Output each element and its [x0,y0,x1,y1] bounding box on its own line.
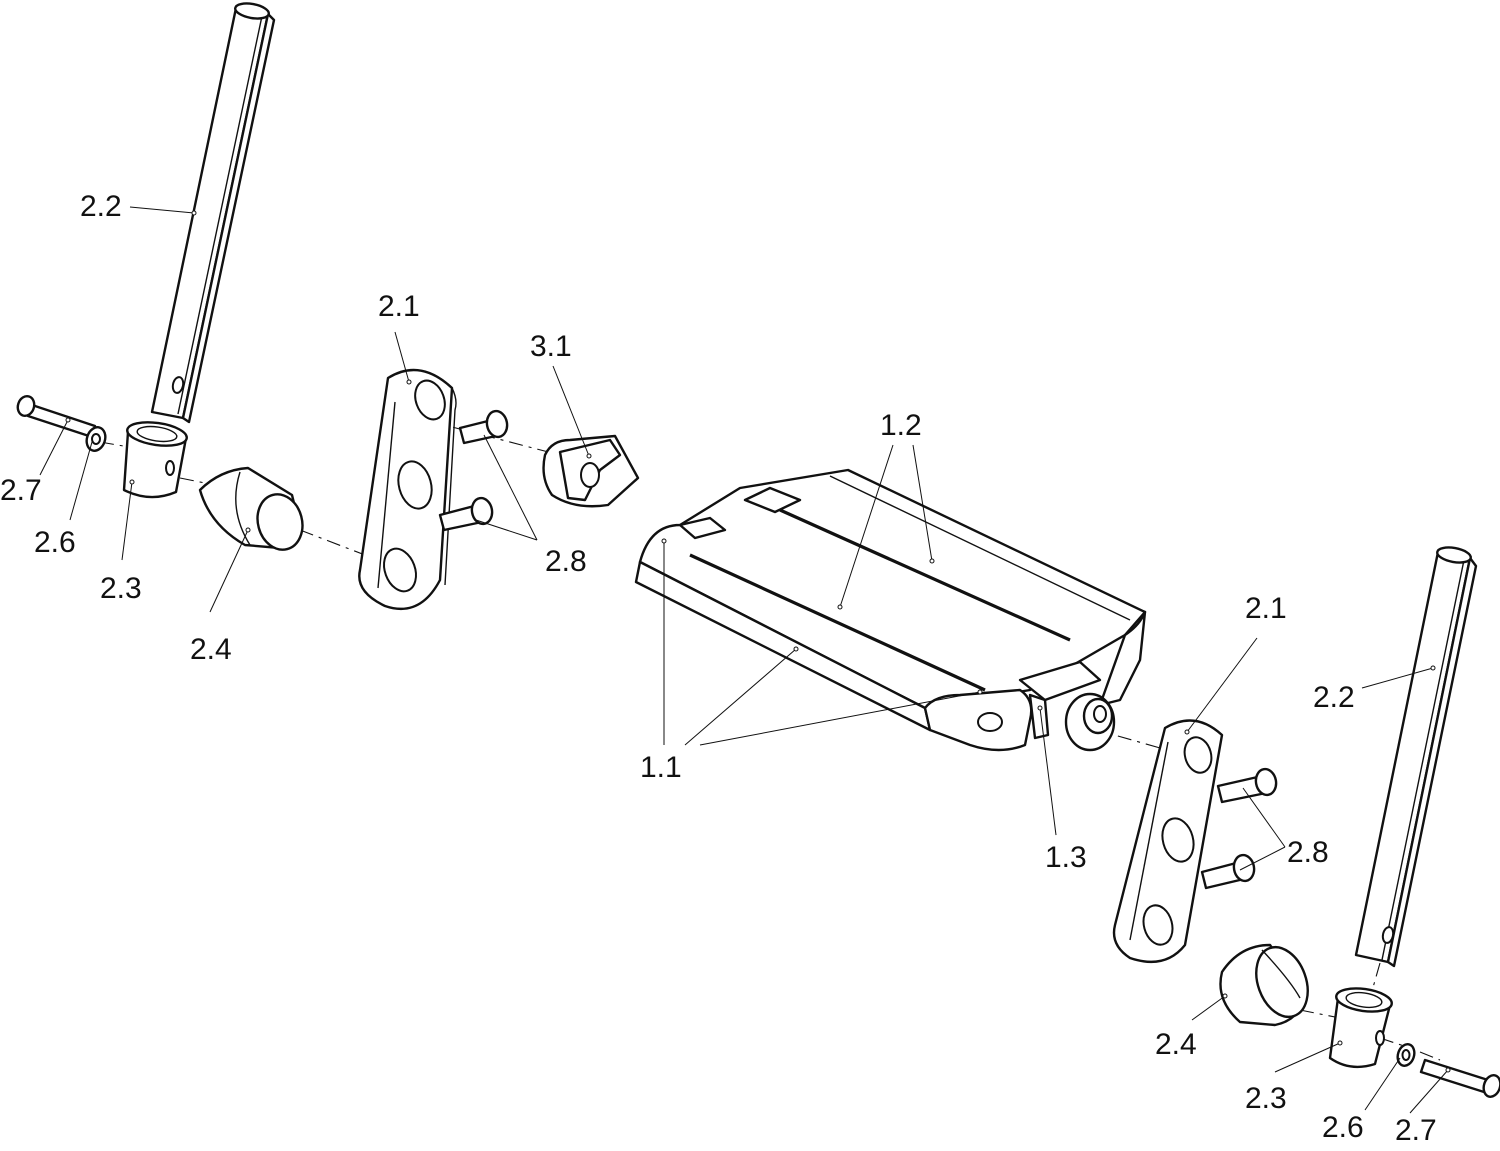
callout-label: 2.7 [0,474,42,507]
left-bolt-part [16,394,97,439]
right-tube-part [1354,546,1478,968]
callout-label: 2.1 [378,290,420,323]
right-bracket-part [1112,719,1224,964]
callout-label: 1.1 [640,751,682,784]
callout-label: 2.4 [1155,1028,1197,1061]
callout-label: 3.1 [530,330,572,363]
left-bracket-part [358,368,457,611]
callout-labels: 2.2 2.1 3.1 1.2 2.7 2.6 2.3 2.4 2.8 1.1 … [0,190,1437,1147]
right-washer-part [1396,1043,1416,1067]
left-screws-part [438,409,509,532]
callout-label: 2.8 [545,545,587,578]
callout-label: 2.4 [190,633,232,666]
callout-label: 1.3 [1045,841,1087,874]
callout-label: 2.6 [34,526,76,559]
callout-label: 2.3 [1245,1082,1287,1115]
knob-part [1018,660,1116,752]
callout-dots [65,210,1451,1073]
callout-label: 2.2 [80,190,122,223]
footplate-part [634,468,1147,752]
clip-part [542,434,640,508]
callout-label: 2.2 [1313,681,1355,714]
callout-label: 2.6 [1322,1111,1364,1144]
callout-label: 2.8 [1287,836,1329,869]
left-tube-part [150,2,276,424]
callout-label: 2.3 [100,572,142,605]
right-cap-part [1219,943,1309,1027]
callout-label: 2.7 [1395,1114,1437,1147]
right-collar-part [1328,987,1393,1069]
left-collar-part [122,421,188,499]
right-screws-part [1200,767,1278,890]
leader-lines [39,206,1449,1114]
left-cap-part [198,466,304,551]
right-bolt-part [1419,1058,1500,1098]
callout-label: 1.2 [880,409,922,442]
callout-label: 2.1 [1245,592,1287,625]
